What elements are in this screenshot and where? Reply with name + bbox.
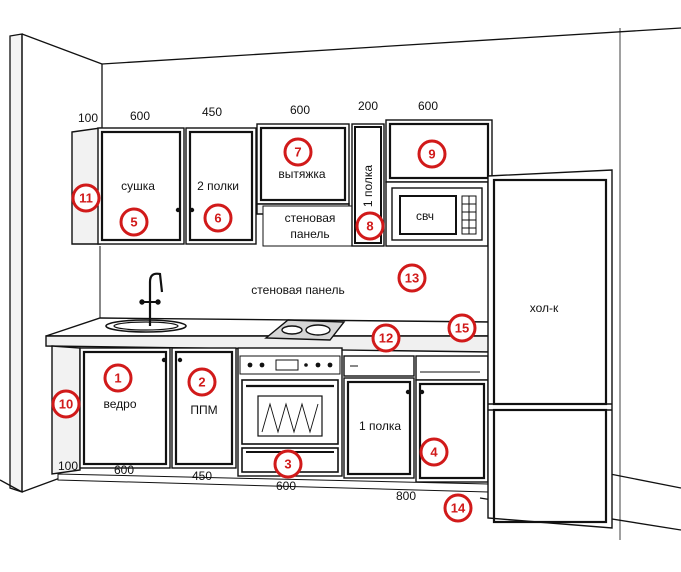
dim-bottom-5: 800 — [396, 489, 416, 503]
labels: сушка 2 полки вытяжка 1 полка свч стенов… — [104, 165, 560, 433]
upper-cabinets — [71, 119, 493, 247]
marker-number: 12 — [379, 331, 393, 346]
label-two-shelves: 2 полки — [197, 179, 239, 193]
dim-top-4: 600 — [290, 103, 310, 117]
dim-bottom-2: 600 — [114, 463, 134, 477]
dim-top-5: 200 — [358, 99, 378, 113]
marker-circle — [447, 313, 477, 343]
marker-number: 10 — [59, 397, 73, 412]
marker-number: 15 — [455, 321, 469, 336]
sink[interactable] — [105, 272, 187, 333]
marker-number: 11 — [79, 191, 93, 206]
label-dishwasher: ППМ — [190, 403, 217, 417]
marker-circle — [417, 139, 447, 169]
label-wall-panel: стеновая панель — [251, 283, 344, 297]
marker-number: 13 — [405, 271, 419, 286]
marker-4: 4 — [419, 437, 449, 467]
marker-12: 12 — [371, 323, 401, 353]
marker-11: 11 — [71, 183, 101, 213]
marker-15: 15 — [447, 313, 477, 343]
marker-number: 9 — [428, 147, 435, 162]
marker-circle — [119, 207, 149, 237]
marker-circle — [187, 367, 217, 397]
label-bucket: ведро — [104, 397, 137, 411]
dim-top-2: 600 — [130, 109, 150, 123]
marker-1: 1 — [103, 363, 133, 393]
label-fridge: хол-к — [530, 301, 559, 315]
marker-circle — [419, 437, 449, 467]
fridge[interactable] — [487, 169, 613, 529]
dim-top-1: 100 — [78, 111, 98, 125]
marker-7: 7 — [283, 137, 313, 167]
marker-circle — [203, 203, 233, 233]
wall-panel-small — [262, 205, 354, 247]
dimensions-bottom: 100 600 450 600 800 — [58, 459, 416, 503]
label-microwave: свч — [416, 209, 434, 223]
marker-number: 7 — [294, 145, 301, 160]
base-cabinets — [51, 345, 489, 493]
microwave[interactable] — [385, 181, 489, 247]
marker-circle — [355, 211, 385, 241]
marker-circle — [51, 389, 81, 419]
marker-number: 8 — [366, 219, 373, 234]
cooktop[interactable] — [264, 319, 346, 341]
marker-circle — [273, 449, 303, 479]
dimensions-top: 100 600 450 600 200 600 — [78, 99, 438, 125]
marker-6: 6 — [203, 203, 233, 233]
dim-top-3: 450 — [202, 105, 222, 119]
dim-top-6: 600 — [418, 99, 438, 113]
marker-10: 10 — [51, 389, 81, 419]
label-wall-panel-small-2: панель — [290, 227, 329, 241]
marker-circle — [283, 137, 313, 167]
marker-circle — [371, 323, 401, 353]
marker-number: 1 — [114, 371, 121, 386]
marker-number: 6 — [214, 211, 221, 226]
marker-9: 9 — [417, 139, 447, 169]
marker-13: 13 — [397, 263, 427, 293]
cabinet-3-oven[interactable] — [237, 347, 343, 477]
marker-circle — [397, 263, 427, 293]
marker-14: 14 — [443, 493, 473, 523]
marker-circle — [71, 183, 101, 213]
marker-number: 3 — [284, 457, 291, 472]
marker-2: 2 — [187, 367, 217, 397]
marker-5: 5 — [119, 207, 149, 237]
marker-number: 5 — [130, 215, 137, 230]
marker-number: 14 — [451, 501, 466, 516]
label-one-shelf: 1 полка — [359, 419, 401, 433]
marker-circle — [103, 363, 133, 393]
marker-number: 4 — [430, 445, 438, 460]
dim-bottom-1: 100 — [58, 459, 78, 473]
marker-3: 3 — [273, 449, 303, 479]
dim-bottom-4: 600 — [276, 479, 296, 493]
marker-number: 2 — [198, 375, 205, 390]
label-one-shelf-vertical: 1 полка — [361, 165, 375, 207]
label-hood: вытяжка — [278, 167, 326, 181]
marker-8: 8 — [355, 211, 385, 241]
label-wall-panel-small-1: стеновая — [285, 211, 336, 225]
marker-circle — [443, 493, 473, 523]
dim-bottom-3: 450 — [192, 469, 212, 483]
room-walls — [0, 27, 681, 540]
label-drying: сушка — [121, 179, 155, 193]
